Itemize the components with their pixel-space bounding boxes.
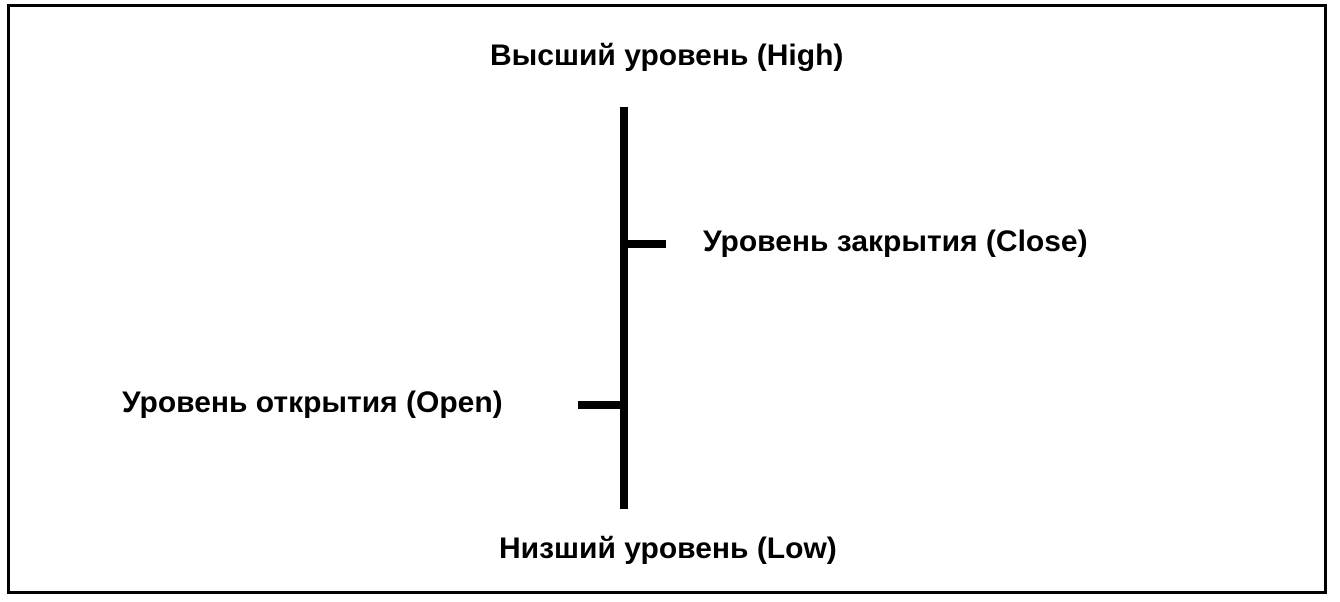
diagram-frame: Высший уровень (High) Уровень закрытия (… xyxy=(7,4,1327,594)
close-label: Уровень закрытия (Close) xyxy=(703,225,1088,258)
price-range-bar xyxy=(620,107,628,509)
close-tick xyxy=(628,240,666,248)
high-label: Высший уровень (High) xyxy=(490,39,844,72)
low-label: Низший уровень (Low) xyxy=(499,532,837,565)
open-label: Уровень открытия (Open) xyxy=(122,386,503,419)
open-tick xyxy=(578,401,620,409)
